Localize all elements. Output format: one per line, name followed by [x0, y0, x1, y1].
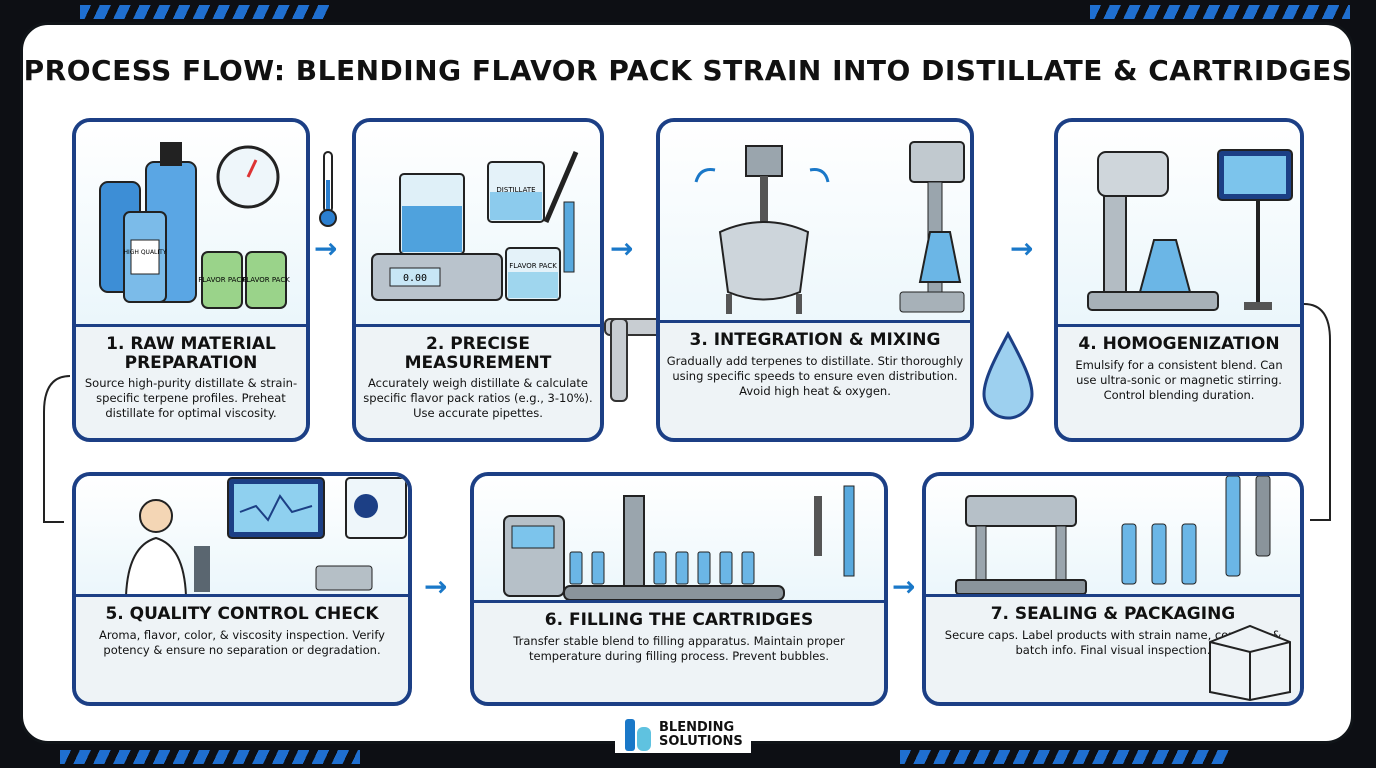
step-3-illustration: [660, 122, 970, 352]
thermometer-icon: [319, 151, 337, 227]
homogenizer-icon: [1087, 149, 1293, 311]
bottles-icon: HIGH QUALITY FLAVOR PACK FLAVOR PACK: [99, 142, 290, 309]
box-icon: [1209, 624, 1291, 702]
step-6-caption: 6. FILLING THE CARTRIDGES Transfer stabl…: [474, 600, 884, 702]
svg-text:FLAVOR PACK: FLAVOR PACK: [509, 262, 557, 270]
step-panel-5: 5. QUALITY CONTROL CHECK Aroma, flavor, …: [72, 472, 412, 706]
step-6-heading: 6. FILLING THE CARTRIDGES: [544, 610, 814, 630]
step-4-heading: 4. HOMOGENIZATION: [1078, 334, 1280, 354]
step-6-text: Transfer stable blend to filling apparat…: [513, 633, 845, 663]
decor-stripes: [80, 5, 330, 19]
svg-text:FLAVOR PACK: FLAVOR PACK: [242, 276, 290, 284]
step-panel-2: 0.00 DISTILLATE FLAVOR PACK 2. PRECISE M…: [352, 118, 604, 442]
logo-line-1: BLENDING: [659, 720, 735, 736]
step-3-heading: 3. INTEGRATION & MIXING: [689, 330, 941, 350]
decor-stripes: [60, 750, 360, 764]
svg-text:HIGH QUALITY: HIGH QUALITY: [123, 249, 166, 256]
step-5-text: Aroma, flavor, color, & viscosity inspec…: [98, 627, 385, 657]
step-7-text: Secure caps. Label products with strain …: [944, 627, 1282, 657]
step-2-text: Accurately weigh distillate & calculate …: [363, 376, 593, 421]
arrow-1-2: →: [314, 232, 338, 265]
sealing-machine-icon: [955, 476, 1271, 595]
step-3-caption: 3. INTEGRATION & MIXING Gradually add te…: [660, 320, 970, 438]
decor-stripes: [900, 750, 1230, 764]
arrow-6-7: →: [892, 570, 916, 603]
brand-logo: BLENDING SOLUTIONS: [615, 717, 751, 753]
filling-machine-icon: [503, 485, 855, 601]
step-2-illustration: 0.00 DISTILLATE FLAVOR PACK: [356, 122, 600, 328]
connector-loop: [43, 375, 71, 523]
step-7-heading: 7. SEALING & PACKAGING: [990, 604, 1236, 624]
step-5-heading: 5. QUALITY CONTROL CHECK: [105, 604, 379, 624]
scale-beaker-icon: 0.00 DISTILLATE FLAVOR PACK: [371, 151, 579, 301]
connector-4-5: [1303, 303, 1331, 521]
step-1-text: Source high-purity distillate & strain-s…: [84, 376, 298, 421]
step-2-heading: 2. PRECISE MEASUREMENT: [404, 334, 552, 373]
arrow-2-3: →: [610, 232, 634, 265]
decor-stripes: [1090, 5, 1350, 19]
step-7-illustration: [926, 476, 1300, 602]
step-1-heading: 1. RAW MATERIAL PREPARATION: [106, 334, 276, 373]
pipe-connector: [610, 318, 628, 402]
step-2-caption: 2. PRECISE MEASUREMENT Accurately weigh …: [356, 324, 600, 438]
step-1-caption: 1. RAW MATERIAL PREPARATION Source high-…: [76, 324, 306, 438]
step-panel-3: 3. INTEGRATION & MIXING Gradually add te…: [656, 118, 974, 442]
step-panel-4: 4. HOMOGENIZATION Emulsify for a consist…: [1054, 118, 1304, 442]
droplet-icon: [982, 330, 1034, 420]
lab-scientist-icon: [124, 477, 407, 597]
svg-text:FLAVOR PACK: FLAVOR PACK: [198, 276, 246, 284]
svg-text:DISTILLATE: DISTILLATE: [496, 186, 535, 194]
step-5-illustration: [76, 476, 408, 602]
step-5-caption: 5. QUALITY CONTROL CHECK Aroma, flavor, …: [76, 594, 408, 702]
step-4-illustration: [1058, 122, 1300, 328]
step-panel-1: HIGH QUALITY FLAVOR PACK FLAVOR PACK 1. …: [72, 118, 310, 442]
step-4-text: Emulsify for a consistent blend. Can use…: [1075, 357, 1283, 402]
arrow-5-6: →: [424, 570, 448, 603]
mixing-tank-icon: [694, 141, 965, 314]
arrow-3-4: →: [1010, 232, 1034, 265]
step-3-text: Gradually add terpenes to distillate. St…: [666, 353, 964, 398]
step-6-illustration: [474, 476, 884, 608]
step-4-caption: 4. HOMOGENIZATION Emulsify for a consist…: [1058, 324, 1300, 438]
svg-text:0.00: 0.00: [403, 273, 427, 284]
step-1-illustration: HIGH QUALITY FLAVOR PACK FLAVOR PACK: [76, 122, 306, 328]
page-title: PROCESS FLOW: BLENDING FLAVOR PACK STRAI…: [23, 54, 1353, 87]
logo-line-2: SOLUTIONS: [659, 734, 743, 749]
blending-solutions-logo-icon: [625, 719, 651, 751]
step-panel-6: 6. FILLING THE CARTRIDGES Transfer stabl…: [470, 472, 888, 706]
